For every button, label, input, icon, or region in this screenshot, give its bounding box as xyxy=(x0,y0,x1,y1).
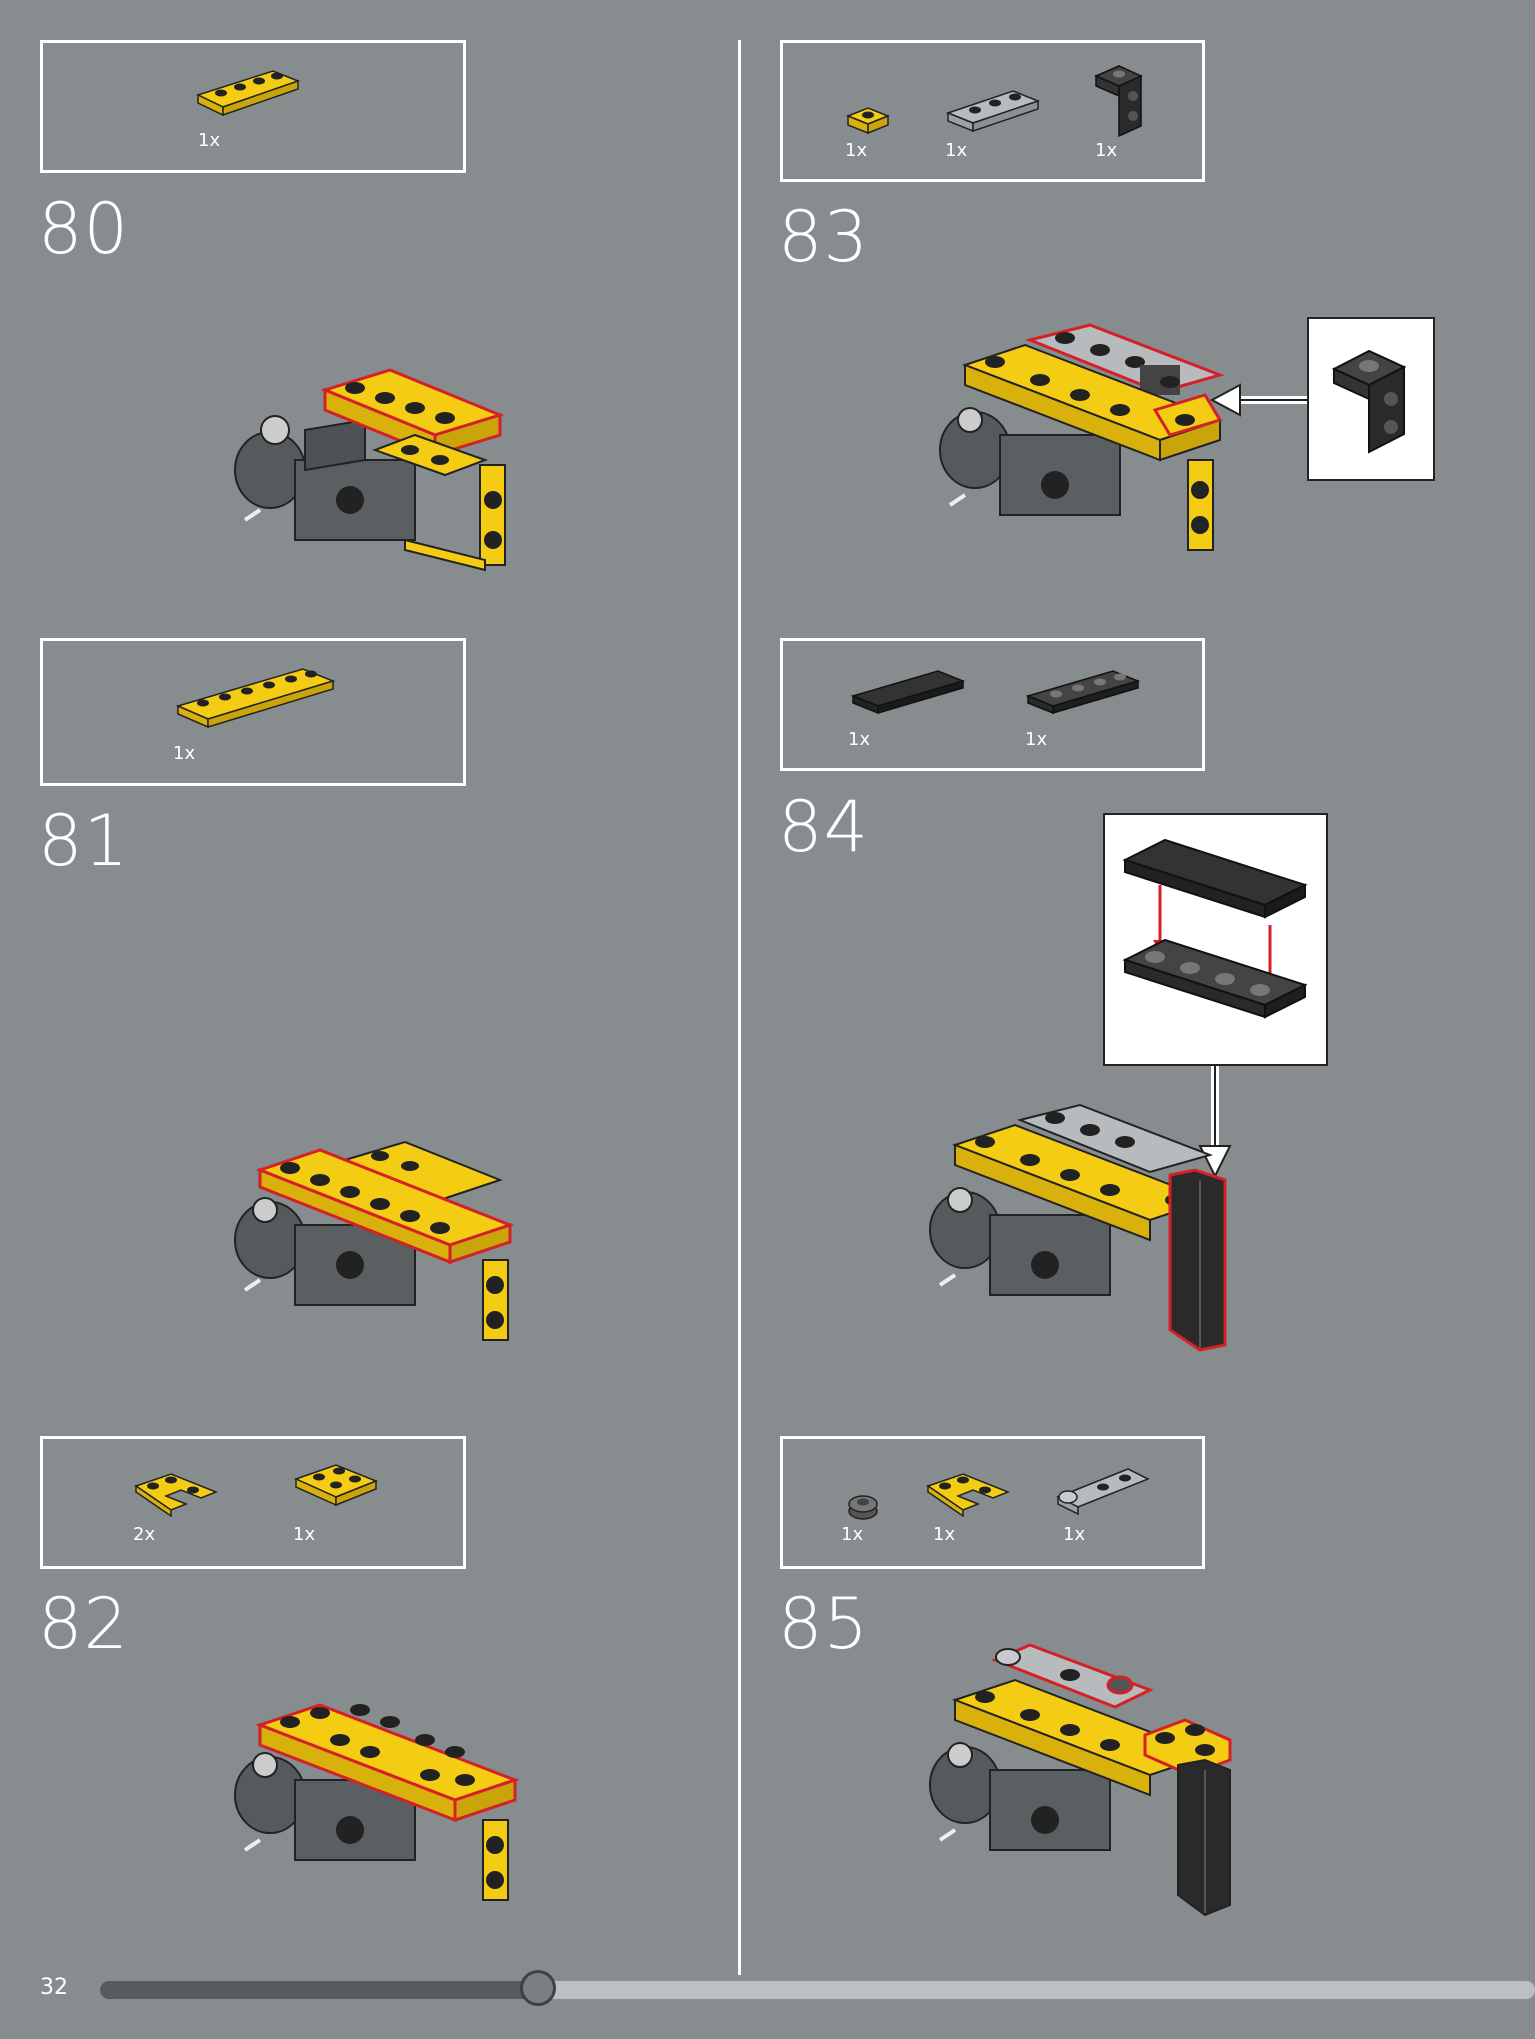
black-tile-1x4-icon xyxy=(848,666,968,721)
step-number: 85 xyxy=(778,1583,870,1665)
step-number: 81 xyxy=(38,800,130,882)
yellow-plate-2x2-icon xyxy=(291,1457,381,1512)
part-qty: 1x xyxy=(173,743,196,764)
parts-list-step-82: 2x 1x xyxy=(40,1436,466,1569)
part-qty: 1x xyxy=(945,140,968,161)
step-number: 80 xyxy=(38,188,130,270)
part-qty: 1x xyxy=(1025,729,1048,750)
model-step-83 xyxy=(930,320,1230,564)
step-number: 83 xyxy=(778,196,870,278)
step-number: 84 xyxy=(778,786,870,868)
part-qty: 1x xyxy=(293,1524,316,1545)
black-bracket-icon xyxy=(1091,61,1151,141)
gray-plate-1x3-icon xyxy=(943,83,1043,138)
part-qty: 1x xyxy=(845,140,868,161)
part-qty: 1x xyxy=(1095,140,1118,161)
part-qty: 1x xyxy=(198,130,221,151)
black-bracket-icon xyxy=(1331,349,1407,454)
model-step-84 xyxy=(920,1100,1240,1364)
parts-list-step-80: 1x xyxy=(40,40,466,173)
progress-knob[interactable] xyxy=(520,1970,556,2006)
callout-step-84 xyxy=(1103,813,1328,1066)
yellow-plate-1x6-icon xyxy=(173,661,343,736)
parts-list-step-83: 1x 1x 1x xyxy=(780,40,1205,182)
part-qty: 1x xyxy=(841,1524,864,1545)
model-step-80 xyxy=(225,360,525,584)
page-number: 32 xyxy=(40,1975,68,2000)
black-plate-1x4-icon xyxy=(1023,666,1143,721)
column-divider xyxy=(738,40,741,1975)
gray-hinge-plate-icon xyxy=(1053,1459,1153,1519)
gray-round-plate-icon xyxy=(843,1489,883,1524)
model-step-82 xyxy=(225,1680,525,1914)
part-qty: 1x xyxy=(1063,1524,1086,1545)
callout-step-83 xyxy=(1307,317,1435,481)
yellow-corner-plate-icon xyxy=(131,1464,221,1519)
part-qty: 1x xyxy=(933,1524,956,1545)
callout-arrow-icon xyxy=(1210,383,1310,417)
yellow-corner-plate-icon xyxy=(923,1464,1013,1519)
part-qty: 1x xyxy=(848,729,871,750)
parts-list-step-85: 1x 1x 1x xyxy=(780,1436,1205,1569)
parts-list-step-84: 1x 1x xyxy=(780,638,1205,771)
tile-assembly-icon xyxy=(1122,838,1308,1019)
model-step-81 xyxy=(225,1130,525,1354)
yellow-plate-1x4-icon xyxy=(193,63,303,123)
parts-list-step-81: 1x xyxy=(40,638,466,786)
part-qty: 2x xyxy=(133,1524,156,1545)
yellow-plate-1x1-icon xyxy=(843,101,893,141)
progress-fill xyxy=(100,1981,538,1999)
model-step-85 xyxy=(920,1635,1240,1929)
step-number: 82 xyxy=(38,1583,130,1665)
